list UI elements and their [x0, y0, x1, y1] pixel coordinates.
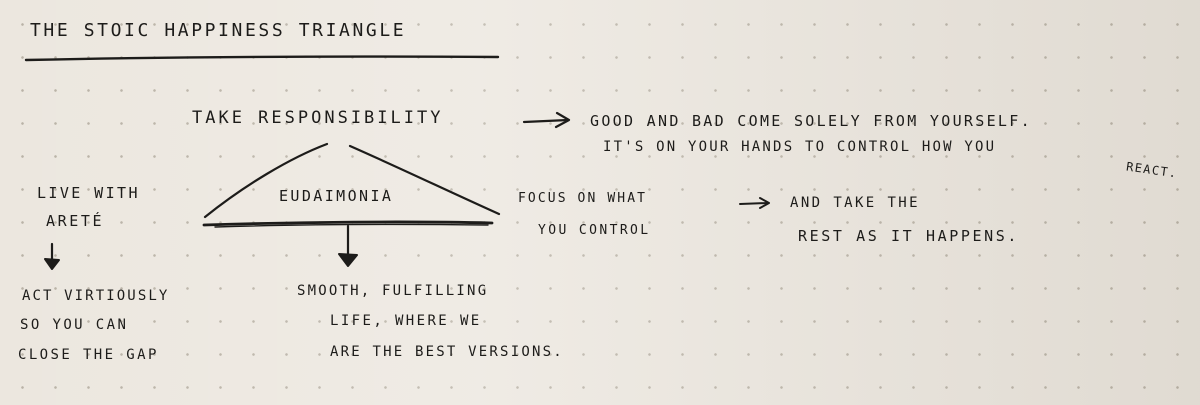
apex-note-line-2: IT'S ON YOUR HANDS TO CONTROL HOW YOU [603, 139, 997, 155]
apex-note-line-1: GOOD AND BAD COME SOLELY FROM YOURSELF. [590, 112, 1032, 130]
left-arrow-head [44, 258, 60, 270]
triangle-base [202, 220, 494, 227]
left-result-line-3: CLOSE THE GAP [18, 347, 159, 363]
right-label-line-2: YOU CONTROL [538, 223, 651, 238]
title-underline [24, 55, 500, 62]
diagram-title: THE STOIC HAPPINESS TRIANGLE [30, 20, 407, 41]
center-result-line-3: ARE THE BEST VERSIONS. [330, 344, 564, 360]
left-result-line-2: SO YOU CAN [20, 317, 129, 333]
left-label-line-2: ARETÉ [46, 212, 105, 230]
triangle-left-side [203, 142, 329, 219]
right-note-line-1: AND TAKE THE [790, 195, 920, 211]
apex-arrow-shaft [522, 118, 570, 124]
center-arrow-head [338, 253, 358, 267]
right-note-line-2: REST AS IT HAPPENS. [798, 227, 1019, 245]
triangle-right-side [348, 144, 501, 216]
apex-label: TAKE RESPONSIBILITY [192, 108, 444, 128]
center-label: EUDAIMONIA [279, 187, 394, 205]
left-label-line-1: LIVE WITH [37, 184, 140, 202]
right-arrow-head [759, 197, 770, 209]
center-result-line-1: SMOOTH, FULFILLING [297, 283, 489, 299]
triangle-base-overstroke [214, 223, 489, 228]
right-arrow-shaft [739, 202, 769, 205]
apex-arrow-head [554, 111, 571, 129]
right-label-line-1: FOCUS ON WHAT [518, 191, 648, 206]
center-result-line-2: LIFE, WHERE WE [330, 313, 482, 329]
left-result-line-1: ACT VIRTIOUSLY [22, 288, 170, 304]
